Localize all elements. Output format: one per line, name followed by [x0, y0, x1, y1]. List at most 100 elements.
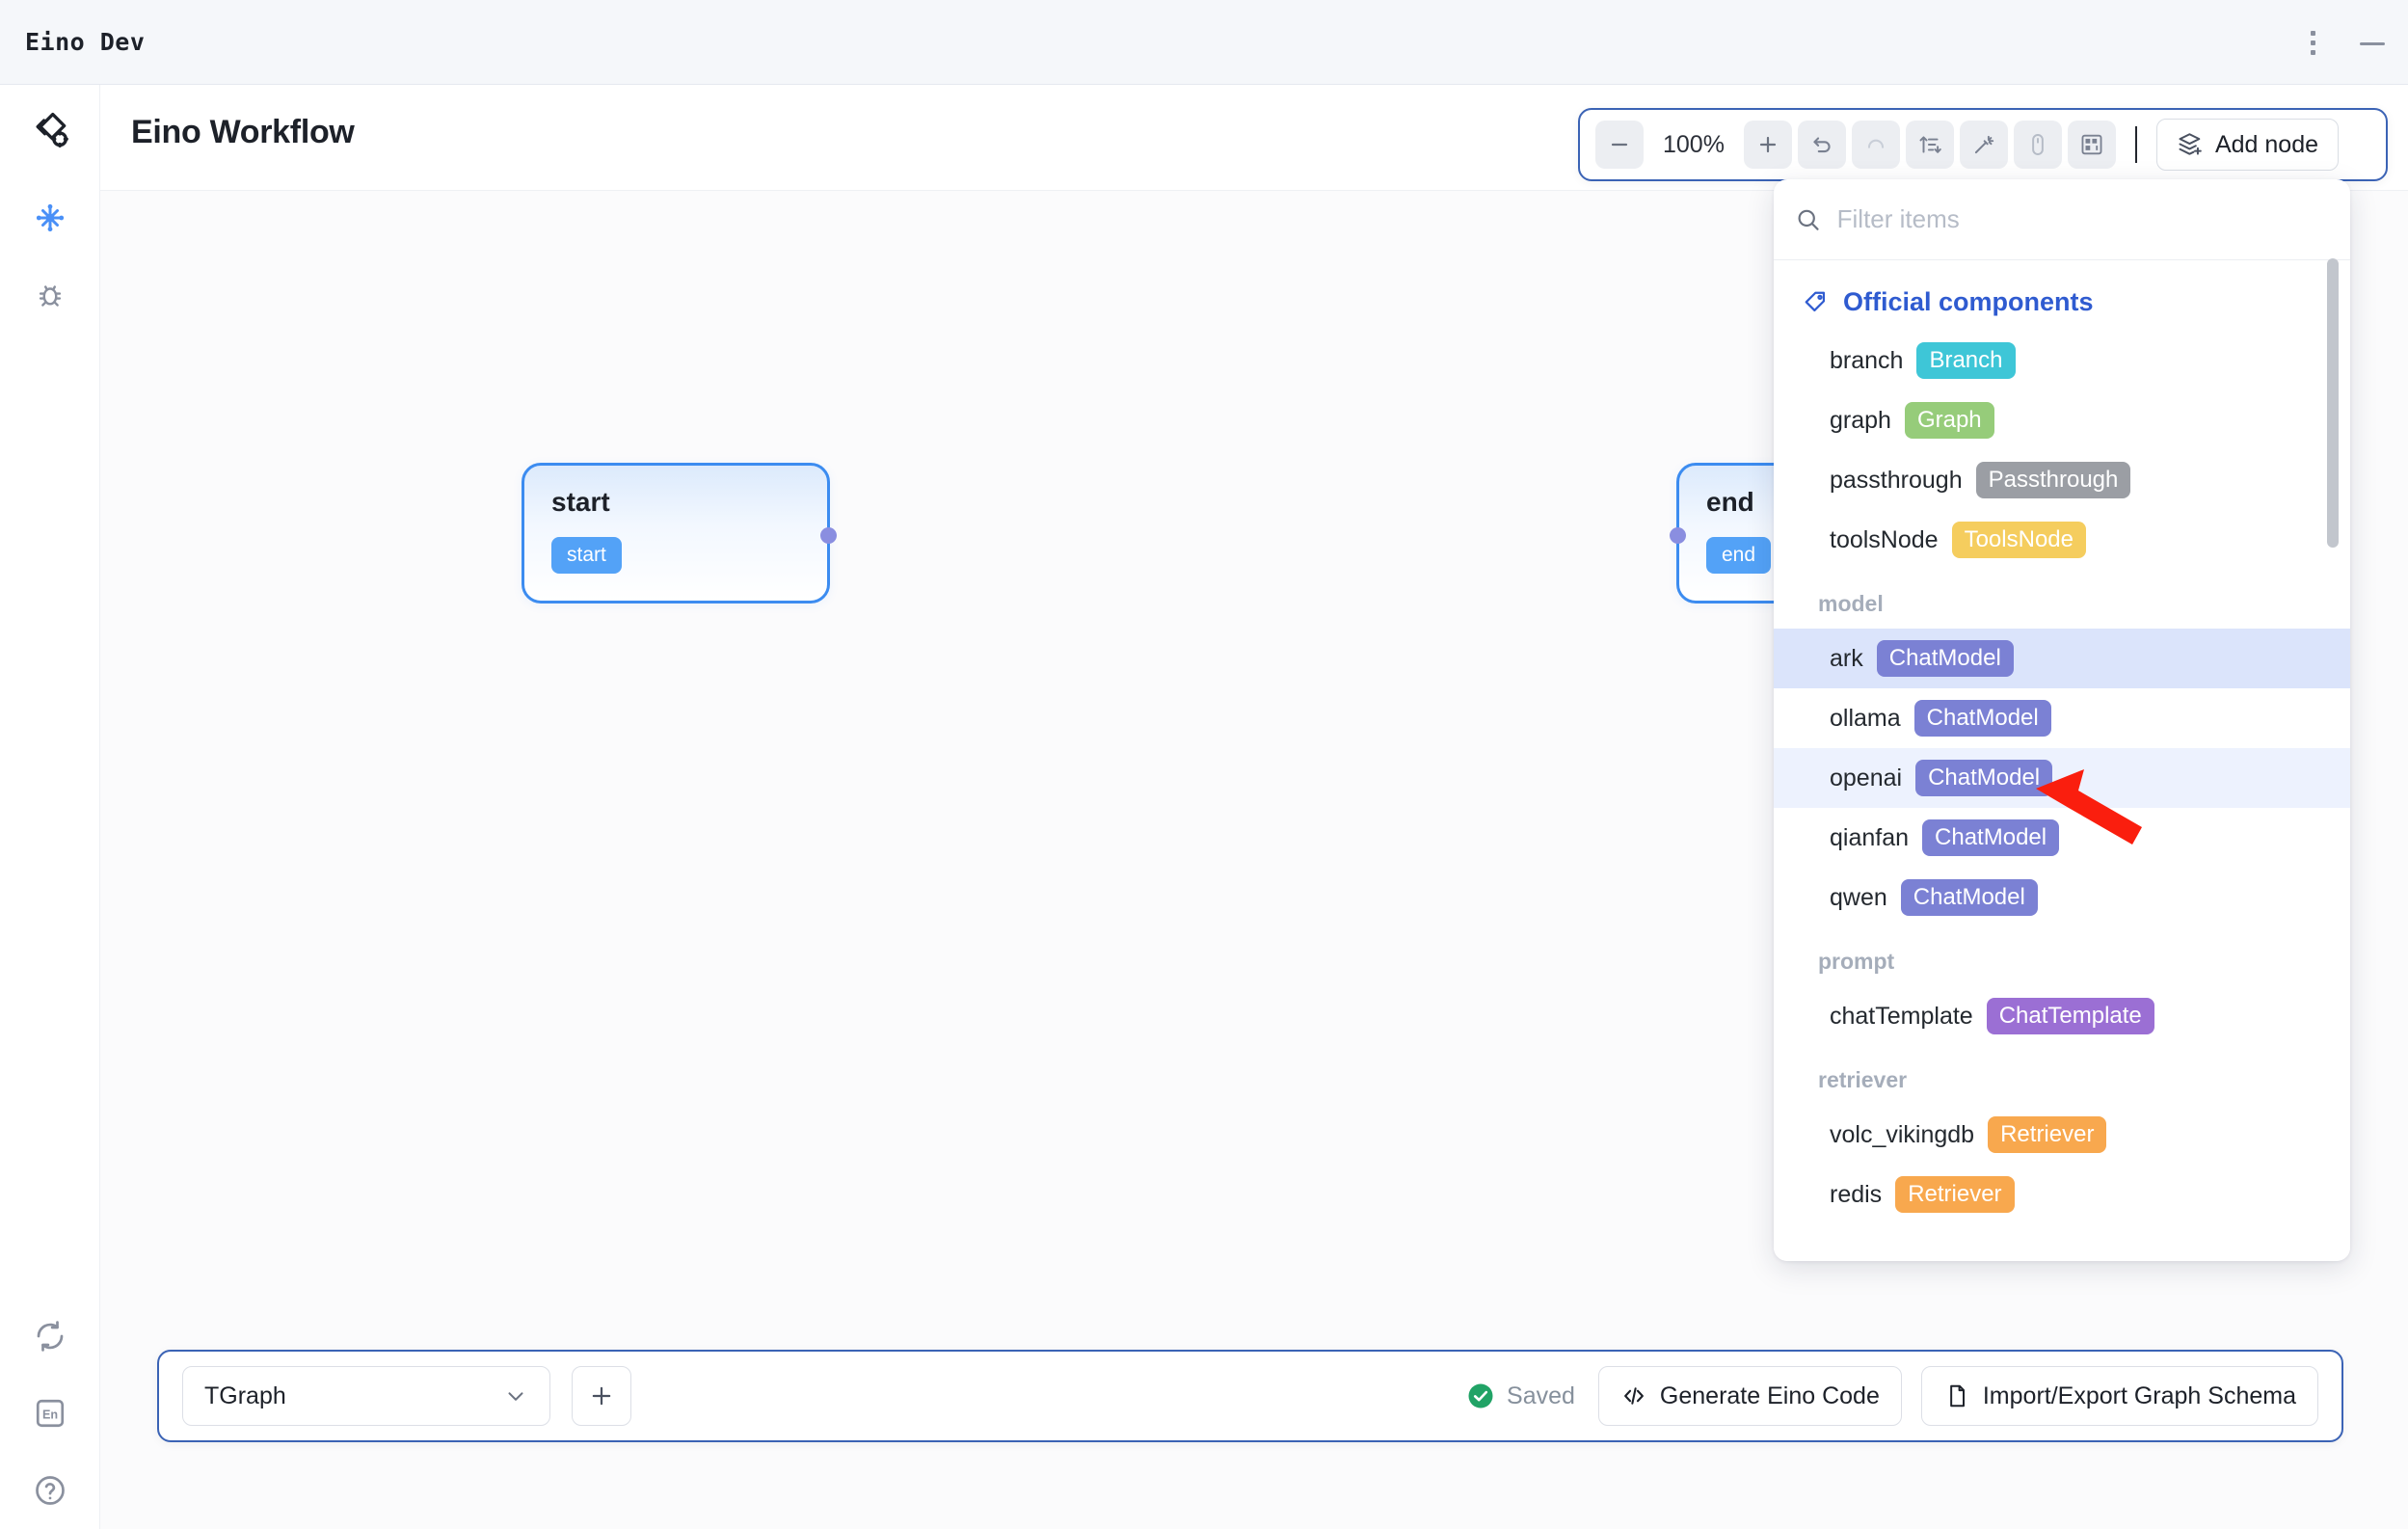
import-export-schema-label: Import/Export Graph Schema	[1982, 1381, 2296, 1409]
status-badge: ChatTemplate	[1986, 998, 2154, 1034]
item-label: openai	[1830, 764, 1903, 791]
official-components-header: Official components	[1774, 278, 2350, 331]
node-start-badge: start	[551, 537, 622, 574]
status-badge: Graph	[1904, 402, 1994, 439]
status-badge: ChatModel	[1915, 760, 2053, 796]
window-titlebar: Eino Dev	[0, 0, 2408, 85]
document-icon	[1950, 1384, 1965, 1408]
item-label: qwen	[1830, 883, 1887, 911]
list-item-qwen[interactable]: qwen ChatModel	[1774, 868, 2350, 927]
list-item-branch[interactable]: branch Branch	[1774, 331, 2350, 390]
status-badge: Retriever	[1895, 1176, 2015, 1213]
zoom-in-button[interactable]	[1743, 121, 1792, 169]
list-item-openai[interactable]: openai ChatModel	[1774, 748, 2350, 808]
node-start-title: start	[551, 487, 610, 517]
chevron-down-icon	[508, 1392, 523, 1401]
undo-icon[interactable]	[1797, 121, 1846, 169]
mouse-icon[interactable]	[2013, 121, 2062, 169]
node-end-badge: end	[1706, 537, 1772, 574]
sidebar-item-sync[interactable]	[25, 1311, 75, 1361]
item-label: ark	[1830, 644, 1863, 672]
svg-text:En: En	[42, 1408, 58, 1421]
list-item-volc-vikingdb[interactable]: volc_vikingdb Retriever	[1774, 1105, 2350, 1165]
page-title: Eino Workflow	[131, 114, 355, 150]
item-label: chatTemplate	[1830, 1002, 1973, 1030]
minimize-icon[interactable]	[2358, 28, 2387, 57]
add-node-button[interactable]: Add node	[2155, 119, 2339, 171]
item-label: volc_vikingdb	[1830, 1120, 1975, 1148]
status-badge: Passthrough	[1975, 462, 2131, 498]
generate-eino-code-label: Generate Eino Code	[1659, 1381, 1880, 1409]
item-label: passthrough	[1830, 466, 1963, 494]
list-item-redis[interactable]: redis Retriever	[1774, 1165, 2350, 1224]
item-label: ollama	[1830, 704, 1901, 732]
zoom-level: 100%	[1663, 130, 1725, 158]
add-graph-button[interactable]	[572, 1366, 631, 1426]
node-start-output-port[interactable]	[820, 527, 837, 544]
official-components-label: Official components	[1843, 287, 2094, 316]
item-label: toolsNode	[1830, 525, 1939, 553]
list-item-ark[interactable]: ark ChatModel	[1774, 629, 2350, 688]
status-badge: ChatModel	[1913, 700, 2051, 737]
panel-scrollbar-thumb[interactable]	[2327, 258, 2339, 548]
group-label-model: model	[1818, 591, 1884, 616]
status-badge: ToolsNode	[1951, 522, 2086, 558]
saved-label: Saved	[1507, 1381, 1575, 1409]
sort-arrows-icon[interactable]	[1905, 121, 1954, 169]
redo-icon[interactable]	[1851, 121, 1900, 169]
bottom-actions: Saved Generate Eino Code Import/Export G…	[1466, 1366, 2318, 1426]
status-badge-saved: Saved	[1466, 1381, 1575, 1410]
group-label-retriever: retriever	[1818, 1067, 1908, 1092]
item-label: branch	[1830, 346, 1904, 374]
list-item-qianfan[interactable]: qianfan ChatModel	[1774, 808, 2350, 868]
canvas-toolbar: 100%	[1578, 108, 2388, 181]
zoom-out-button[interactable]	[1595, 121, 1644, 169]
list-item-graph[interactable]: graph Graph	[1774, 390, 2350, 450]
toolbar-divider	[2134, 126, 2137, 163]
sidebar-item-help[interactable]	[25, 1465, 75, 1516]
plus-icon	[592, 1386, 611, 1406]
left-rail: En	[0, 85, 100, 1529]
grid-layout-icon[interactable]	[2067, 121, 2116, 169]
list-item-chattemplate[interactable]: chatTemplate ChatTemplate	[1774, 986, 2350, 1046]
app-title: Eino Dev	[25, 28, 146, 56]
status-badge: ChatModel	[1900, 879, 2038, 916]
bottom-bar: TGraph Saved Generate Eino Code	[157, 1350, 2343, 1442]
status-badge: ChatModel	[1922, 819, 2060, 856]
import-export-schema-button[interactable]: Import/Export Graph Schema	[1920, 1366, 2318, 1426]
item-label: redis	[1830, 1180, 1883, 1208]
code-brackets-icon	[1624, 1387, 1644, 1405]
panel-search-row	[1774, 179, 2350, 260]
node-end-input-port[interactable]	[1670, 527, 1686, 544]
app-logo-icon[interactable]	[25, 106, 75, 156]
graph-select-value: TGraph	[204, 1381, 286, 1409]
group-label-prompt: prompt	[1818, 949, 1895, 974]
status-badge: Branch	[1916, 342, 2016, 379]
search-input[interactable]	[1836, 204, 2329, 234]
more-vertical-icon[interactable]	[2300, 27, 2325, 58]
panel-item-list[interactable]: Official components branch Branch graph …	[1774, 260, 2350, 1261]
tag-icon	[1805, 291, 1826, 311]
layers-plus-icon	[2179, 133, 2202, 155]
list-item-passthrough[interactable]: passthrough Passthrough	[1774, 450, 2350, 510]
check-circle-icon	[1468, 1383, 1493, 1408]
sidebar-item-language[interactable]: En	[25, 1388, 75, 1438]
list-item-ollama[interactable]: ollama ChatModel	[1774, 688, 2350, 748]
node-start[interactable]: start start	[522, 463, 837, 604]
sidebar-item-workflow[interactable]	[25, 193, 75, 243]
search-icon	[1798, 209, 1819, 230]
item-label: graph	[1830, 406, 1891, 434]
generate-eino-code-button[interactable]: Generate Eino Code	[1597, 1366, 1902, 1426]
header-divider	[100, 190, 2408, 191]
node-end-title: end	[1706, 487, 1754, 517]
status-badge: ChatModel	[1876, 640, 2014, 677]
item-label: qianfan	[1830, 823, 1910, 851]
status-badge: Retriever	[1988, 1116, 2107, 1153]
window-controls	[2300, 0, 2387, 85]
sidebar-item-debug[interactable]	[25, 270, 75, 320]
add-node-label: Add node	[2214, 130, 2318, 158]
list-item-toolsnode[interactable]: toolsNode ToolsNode	[1774, 510, 2350, 570]
graph-select[interactable]: TGraph	[182, 1366, 550, 1426]
add-node-panel: Official components branch Branch graph …	[1774, 179, 2350, 1261]
magic-wand-icon[interactable]	[1959, 121, 2008, 169]
